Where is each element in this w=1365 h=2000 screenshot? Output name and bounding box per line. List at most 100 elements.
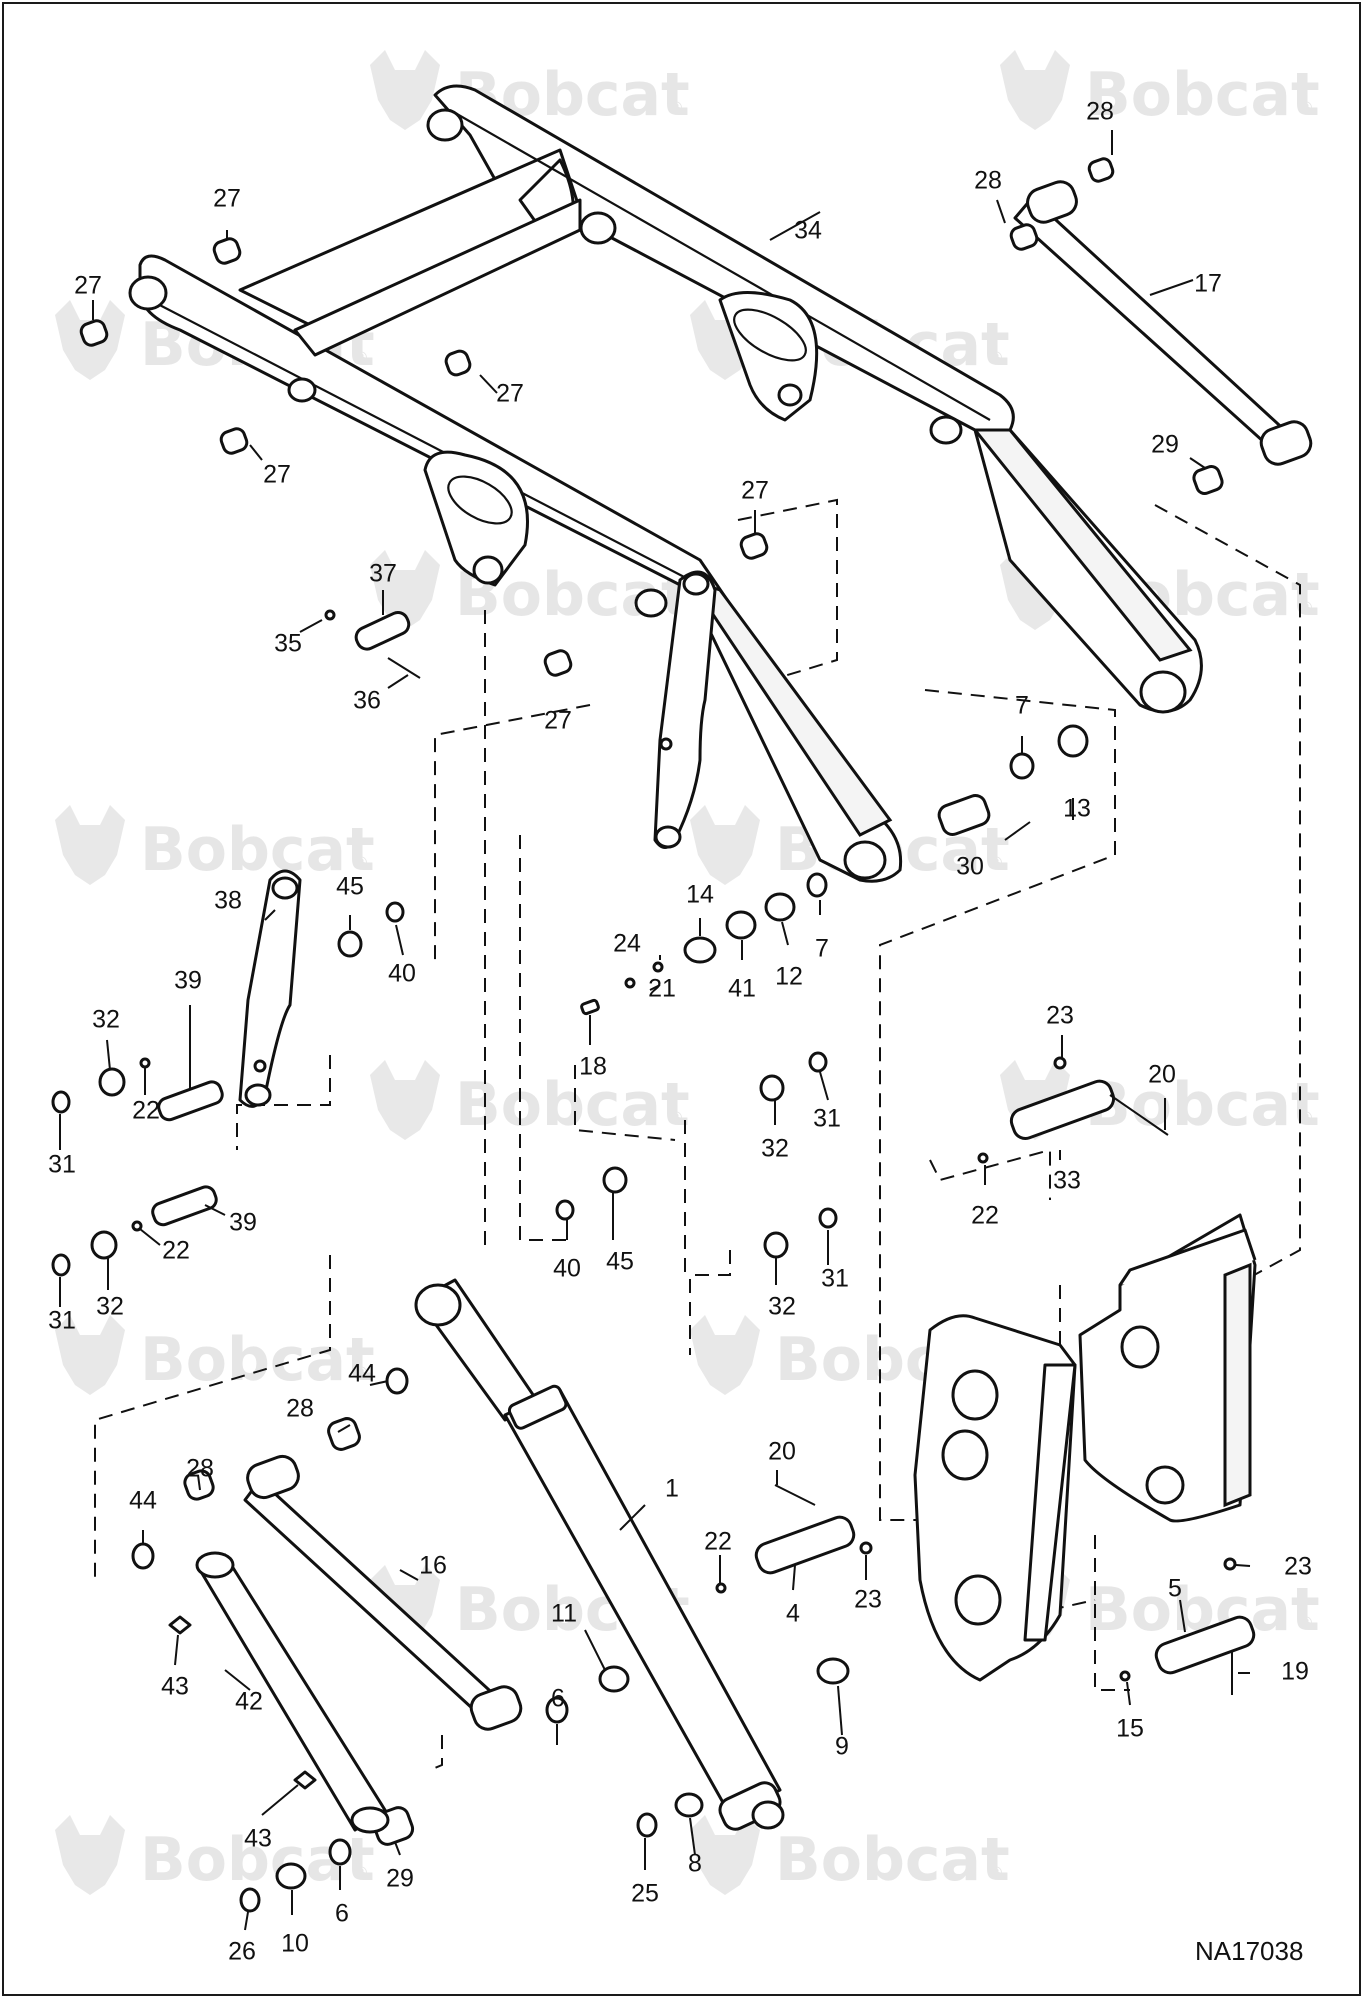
bobcat-head-icon — [370, 50, 440, 130]
watermark-registered-mark: ® — [1298, 1613, 1314, 1632]
bobcat-head-icon — [370, 550, 440, 630]
callout-22: 22 — [704, 1528, 732, 1556]
callout-37: 37 — [369, 560, 397, 588]
watermark-registered-mark: ® — [668, 1108, 684, 1127]
callout-25: 25 — [631, 1880, 659, 1908]
link-and-actuator — [168, 1417, 523, 1846]
callout-15: 15 — [1116, 1715, 1144, 1743]
callout-31: 31 — [48, 1307, 76, 1335]
callout-27: 27 — [74, 272, 102, 300]
callout-6: 6 — [551, 1685, 565, 1713]
callout-8: 8 — [688, 1850, 702, 1878]
callout-43: 43 — [244, 1825, 272, 1853]
callout-44: 44 — [129, 1487, 157, 1515]
callout-44: 44 — [348, 1360, 376, 1388]
callout-22: 22 — [971, 1202, 999, 1230]
watermark-registered-mark: ® — [988, 1863, 1004, 1882]
pins — [715, 1484, 1256, 1695]
callout-26: 26 — [228, 1938, 256, 1966]
frame-mounts — [913, 1213, 1257, 1682]
callout-32: 32 — [92, 1006, 120, 1034]
callout-27: 27 — [263, 461, 291, 489]
callout-38: 38 — [214, 887, 242, 915]
callout-27: 27 — [741, 477, 769, 505]
callout-42: 42 — [235, 1688, 263, 1716]
callout-31: 31 — [813, 1105, 841, 1133]
leader-lines — [59, 130, 1251, 1931]
watermark-logo: Bobcat® — [370, 50, 690, 130]
watermark-logo: Bobcat® — [1000, 50, 1320, 130]
callout-28: 28 — [286, 1395, 314, 1423]
watermark-registered-mark: ® — [353, 1363, 369, 1382]
callout-36: 36 — [353, 687, 381, 715]
callout-23: 23 — [1046, 1002, 1074, 1030]
callout-5: 5 — [1168, 1575, 1182, 1603]
callout-6: 6 — [335, 1900, 349, 1928]
callout-7: 7 — [815, 935, 829, 963]
callout-13: 13 — [1063, 795, 1091, 823]
callout-30: 30 — [956, 853, 984, 881]
watermark-registered-mark: ® — [668, 98, 684, 117]
callout-43: 43 — [161, 1673, 189, 1701]
watermark-registered-mark: ® — [353, 1863, 369, 1882]
callout-34: 34 — [794, 217, 822, 245]
callout-27: 27 — [496, 380, 524, 408]
callout-41: 41 — [728, 975, 756, 1003]
watermark-brand: Bobcat — [1085, 60, 1320, 130]
callout-35: 35 — [274, 630, 302, 658]
callout-17: 17 — [1194, 270, 1222, 298]
watermark-brand: Bobcat — [775, 1825, 1010, 1895]
callout-45: 45 — [336, 873, 364, 901]
callout-39: 39 — [229, 1209, 257, 1237]
watermark-registered-mark: ® — [988, 853, 1004, 872]
watermark-brand: Bobcat — [455, 1070, 690, 1140]
callout-16: 16 — [419, 1552, 447, 1580]
watermark-brand: Bobcat — [1085, 1070, 1320, 1140]
watermark-registered-mark: ® — [1298, 98, 1314, 117]
callout-19: 19 — [1281, 1658, 1309, 1686]
callout-1: 1 — [665, 1475, 679, 1503]
watermark-logo: Bobcat® — [55, 1315, 375, 1395]
callout-20: 20 — [1148, 1061, 1176, 1089]
bobcat-head-icon — [690, 805, 760, 885]
callout-28: 28 — [1086, 98, 1114, 126]
callout-32: 32 — [761, 1135, 789, 1163]
watermark-logo: Bobcat® — [690, 1815, 1010, 1895]
callout-28: 28 — [186, 1455, 214, 1483]
callout-31: 31 — [821, 1265, 849, 1293]
watermark-registered-mark: ® — [1298, 598, 1314, 617]
bobcat-head-icon — [55, 1815, 125, 1895]
callout-40: 40 — [553, 1255, 581, 1283]
watermark-registered-mark: ® — [1298, 1108, 1314, 1127]
small-parts — [51, 157, 1313, 1277]
callout-33: 33 — [1053, 1167, 1081, 1195]
callout-14: 14 — [686, 881, 714, 909]
watermark-logo: Bobcat® — [55, 805, 375, 885]
callout-4: 4 — [786, 1600, 800, 1628]
callout-10: 10 — [281, 1930, 309, 1958]
callout-20: 20 — [768, 1438, 796, 1466]
callout-22: 22 — [132, 1097, 160, 1125]
lift-arm-assembly — [128, 84, 1203, 883]
callout-18: 18 — [579, 1053, 607, 1081]
callout-40: 40 — [388, 960, 416, 988]
callout-22: 22 — [162, 1237, 190, 1265]
callout-23: 23 — [1284, 1553, 1312, 1581]
callout-9: 9 — [835, 1733, 849, 1761]
watermark-logo: Bobcat® — [370, 1060, 690, 1140]
lift-cylinder — [414, 1278, 785, 1831]
callout-27: 27 — [213, 185, 241, 213]
bobcat-head-icon — [370, 1060, 440, 1140]
callout-24: 24 — [613, 930, 641, 958]
callout-23: 23 — [854, 1586, 882, 1614]
watermark-registered-mark: ® — [988, 348, 1004, 367]
callout-11: 11 — [551, 1600, 577, 1628]
watermark-brand: Bobcat — [140, 815, 375, 885]
callout-39: 39 — [174, 967, 202, 995]
callout-21: 21 — [648, 975, 676, 1003]
watermark-registered-mark: ® — [353, 853, 369, 872]
callout-29: 29 — [1151, 431, 1179, 459]
bobcat-head-icon — [690, 1815, 760, 1895]
